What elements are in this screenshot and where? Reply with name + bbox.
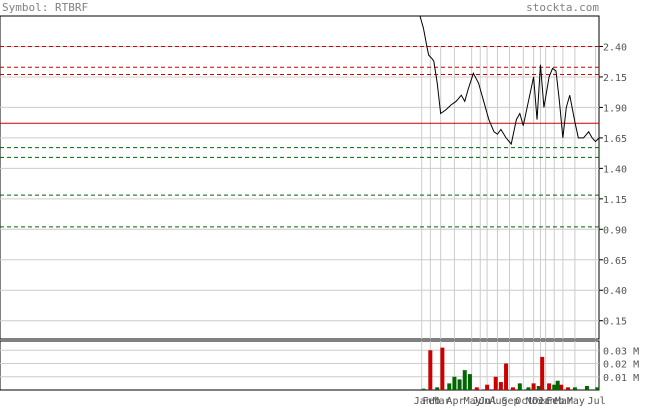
volume-bar bbox=[595, 387, 600, 390]
price-tick-label: 1.65 bbox=[603, 134, 627, 145]
month-tick-label: Nov bbox=[526, 396, 544, 406]
price-tick-label: 2.40 bbox=[603, 42, 627, 53]
symbol-label: Symbol: RTBRF bbox=[2, 1, 88, 14]
price-tick-label: 0.40 bbox=[603, 286, 627, 297]
volume-bar bbox=[547, 383, 552, 390]
price-panel bbox=[0, 15, 600, 340]
month-tick-label: Jan bbox=[414, 396, 432, 406]
volume-bar bbox=[428, 350, 433, 390]
month-tick-label: May bbox=[567, 396, 585, 406]
month-tick-label: Mar bbox=[555, 396, 573, 406]
month-tick-label: Jul bbox=[588, 396, 606, 406]
volume-tick-label: 0.02 M bbox=[603, 360, 639, 371]
grid-layer bbox=[0, 45, 599, 390]
month-tick-label: Jan bbox=[538, 396, 556, 406]
volume-bar bbox=[485, 384, 490, 390]
price-tick-label: 1.40 bbox=[603, 164, 627, 175]
volume-bar bbox=[462, 370, 467, 390]
volume-bar bbox=[447, 383, 452, 390]
month-tick-label: Aug bbox=[489, 396, 507, 406]
volume-tick-label: 0.01 M bbox=[603, 373, 639, 384]
volume-bar bbox=[504, 363, 509, 390]
volume-bar bbox=[452, 376, 457, 390]
volume-bar bbox=[555, 380, 560, 390]
price-tick-label: 0.90 bbox=[603, 225, 627, 236]
volume-bar bbox=[572, 387, 577, 390]
volume-bar bbox=[517, 383, 522, 390]
month-tick-label: Sep bbox=[502, 396, 520, 406]
month-tick-label: Mar bbox=[433, 396, 451, 406]
month-tick-label: Dec bbox=[532, 396, 550, 406]
volume-bar bbox=[531, 383, 536, 390]
price-tick-label: 0.15 bbox=[603, 317, 627, 328]
volume-bar bbox=[457, 379, 462, 390]
month-tick-label: Apr bbox=[446, 396, 464, 406]
volume-bar bbox=[467, 374, 472, 390]
price-tick-label: 0.65 bbox=[603, 256, 627, 267]
volume-bar bbox=[440, 347, 445, 390]
volume-bar bbox=[526, 387, 531, 390]
price-tick-label: 2.15 bbox=[603, 73, 627, 84]
volume-bar bbox=[493, 376, 498, 390]
price-tick-label: 1.15 bbox=[603, 195, 627, 206]
volume-panel bbox=[0, 340, 600, 391]
month-tick-label: Feb bbox=[546, 396, 564, 406]
site-name: stockta.com bbox=[526, 1, 599, 14]
volume-bar bbox=[498, 382, 503, 390]
price-series-line bbox=[419, 15, 600, 146]
month-tick-label: Jul bbox=[479, 396, 497, 406]
support-resistance-layer bbox=[0, 45, 599, 228]
volume-bar bbox=[566, 387, 571, 390]
month-tick-label: May bbox=[464, 396, 482, 406]
volume-bar bbox=[536, 386, 541, 390]
month-tick-label: Jun bbox=[472, 396, 490, 406]
volume-bar bbox=[510, 387, 515, 390]
volume-bar bbox=[584, 386, 589, 390]
volume-bar bbox=[540, 356, 545, 390]
volume-layer bbox=[421, 347, 600, 390]
volume-bar bbox=[435, 387, 440, 390]
axis-layer: 2.40 2.15 1.90 1.65 1.40 1.15 0.90 0.65 0.40 0.15… bbox=[414, 42, 639, 406]
month-tick-label: Oct bbox=[515, 396, 533, 406]
price-tick-label: 1.90 bbox=[603, 103, 627, 114]
volume-bar bbox=[559, 384, 564, 390]
volume-bar bbox=[552, 384, 557, 390]
price-layer bbox=[419, 15, 600, 146]
month-tick-label: Feb bbox=[422, 396, 440, 406]
volume-bar bbox=[474, 387, 479, 390]
volume-tick-label: 0.03 M bbox=[603, 346, 639, 357]
volume-bar bbox=[421, 388, 426, 390]
